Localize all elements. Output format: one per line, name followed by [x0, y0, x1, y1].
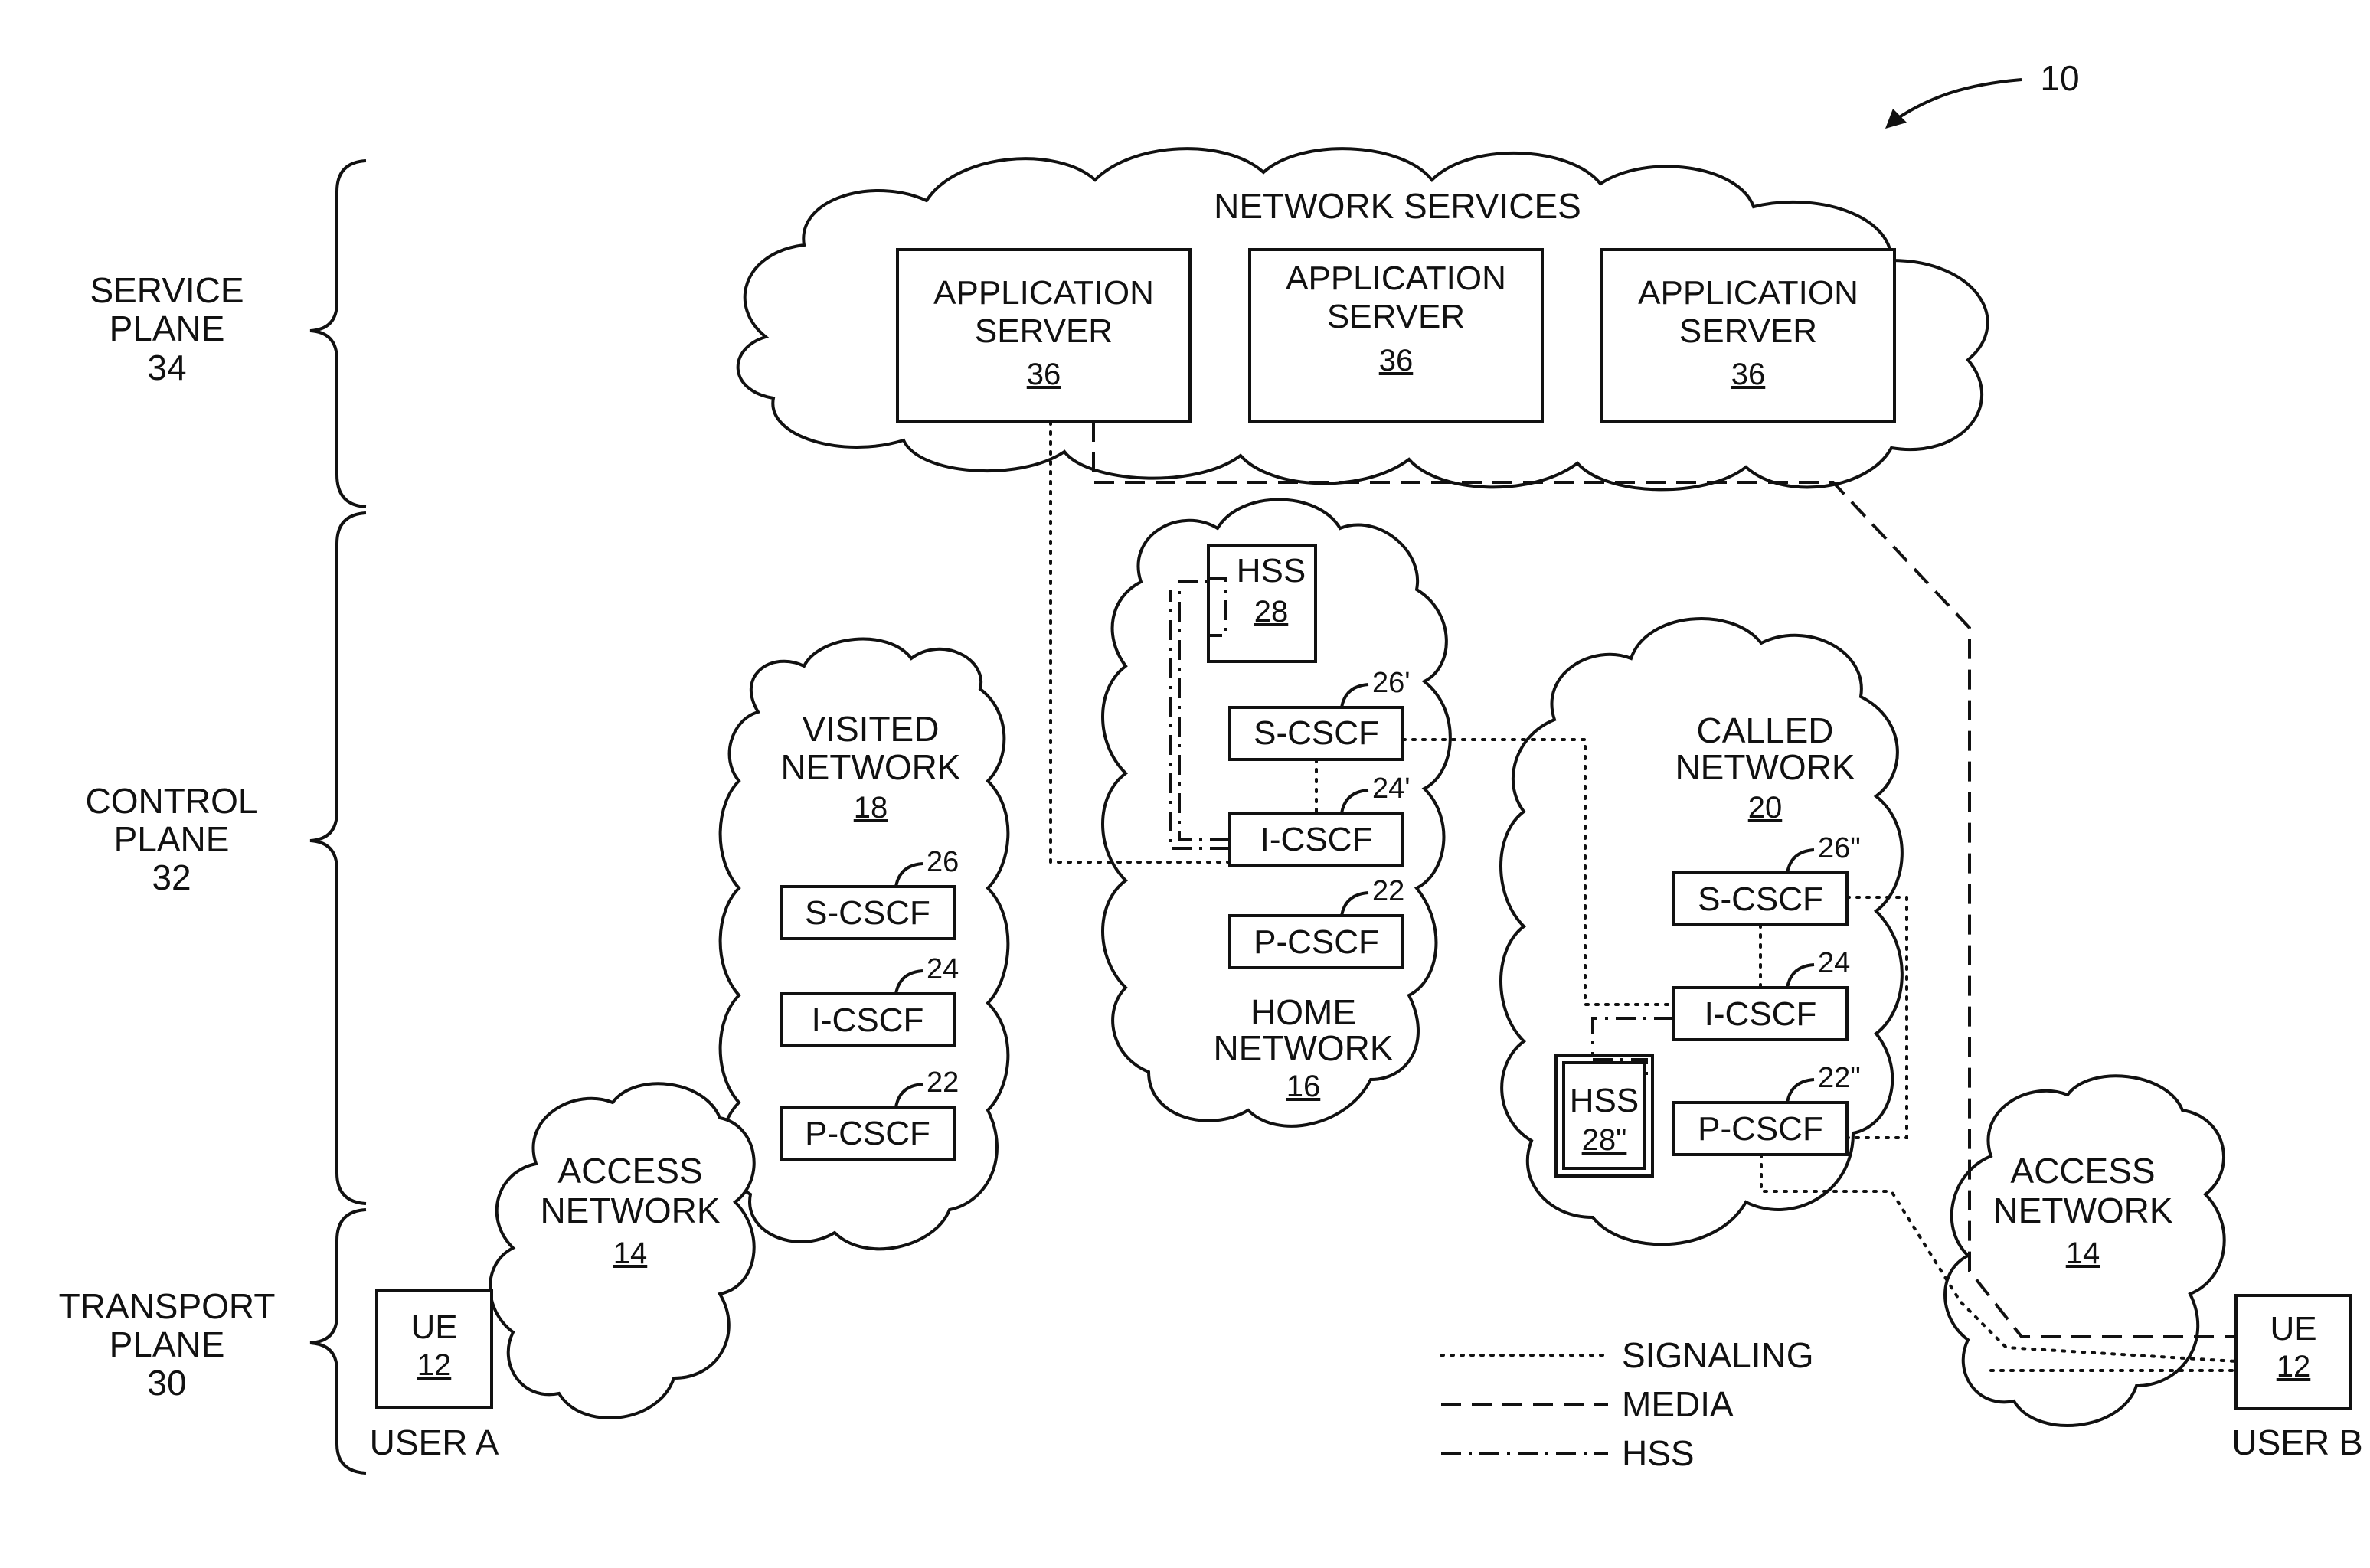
network-ref: 18	[854, 791, 888, 825]
network-title-line: CALLED	[1697, 710, 1834, 750]
application-server-1: APPLICATION SERVER 36	[897, 250, 1190, 422]
device-label: UE	[410, 1308, 457, 1346]
node-label: P-CSCF	[1698, 1110, 1823, 1148]
node-tag: 26"	[1818, 832, 1861, 864]
node-label: S-CSCF	[1254, 714, 1379, 752]
network-title-line: ACCESS	[557, 1151, 702, 1191]
network-ref: 14	[2066, 1236, 2100, 1270]
network-title-line: VISITED	[803, 709, 940, 749]
application-server-3: APPLICATION SERVER 36	[1602, 250, 1894, 422]
plane-name: SERVICE	[90, 270, 244, 310]
plane-name: TRANSPORT	[59, 1286, 276, 1326]
plane-ref: 30	[147, 1363, 186, 1403]
node-label: HSS	[1570, 1082, 1639, 1119]
network-ref: 16	[1286, 1070, 1321, 1103]
server-ref: 36	[1379, 344, 1414, 377]
plane-name: PLANE	[114, 819, 230, 859]
network-services-title: NETWORK SERVICES	[1214, 186, 1581, 226]
device-ref: 12	[2277, 1350, 2311, 1383]
node-label: I-CSCF	[1705, 995, 1817, 1033]
node-ref: 28"	[1582, 1123, 1627, 1157]
node-label: HSS	[1237, 552, 1306, 590]
plane-ref: 32	[152, 858, 191, 897]
plane-label-control: CONTROL PLANE 32	[86, 781, 258, 897]
network-title-line: NETWORK	[1992, 1191, 2172, 1230]
legend-label: SIGNALING	[1622, 1335, 1814, 1375]
node-tag: 22	[1372, 875, 1404, 907]
node-label: S-CSCF	[805, 894, 930, 932]
node-label: P-CSCF	[1254, 923, 1379, 961]
legend-label: MEDIA	[1622, 1384, 1734, 1424]
legend: SIGNALING MEDIA HSS	[1441, 1335, 1814, 1473]
server-ref: 36	[1027, 358, 1061, 391]
plane-name: PLANE	[110, 1325, 225, 1364]
figure-reference: 10	[1885, 58, 2080, 129]
user-label: USER B	[2231, 1423, 2362, 1462]
network-title-line: NETWORK	[1675, 747, 1855, 787]
node-label: I-CSCF	[812, 1001, 924, 1039]
node-tag: 26	[927, 846, 959, 878]
network-ref: 20	[1748, 791, 1783, 825]
application-server-2: APPLICATION SERVER 36	[1250, 250, 1542, 422]
network-title-line: NETWORK	[540, 1191, 720, 1230]
called-hss: HSS 28"	[1556, 1055, 1652, 1176]
node-tag: 22"	[1818, 1062, 1861, 1094]
network-ref: 14	[613, 1236, 648, 1270]
user-b-device: UE 12 USER B	[2231, 1295, 2362, 1462]
server-ref: 36	[1731, 358, 1766, 391]
node-tag: 24	[927, 953, 959, 985]
node-tag: 24'	[1372, 773, 1411, 805]
access-network-b-cloud: ACCESS NETWORK 14	[1945, 1076, 2225, 1426]
plane-label-service: SERVICE PLANE 34	[90, 270, 244, 387]
device-label: UE	[2270, 1310, 2316, 1348]
server-label: APPLICATION	[1638, 274, 1858, 312]
device-ref: 12	[417, 1348, 452, 1382]
plane-braces	[310, 161, 366, 1473]
user-label: USER A	[370, 1423, 499, 1462]
server-label: SERVER	[1679, 312, 1817, 350]
network-title-line: HOME	[1250, 992, 1356, 1032]
node-tag: 24	[1818, 947, 1850, 979]
server-label: APPLICATION	[1286, 260, 1506, 297]
node-tag: 22	[927, 1067, 959, 1099]
network-title-line: NETWORK	[1213, 1028, 1393, 1068]
plane-name: PLANE	[110, 309, 225, 348]
node-label: I-CSCF	[1260, 821, 1373, 858]
plane-ref: 34	[147, 348, 186, 387]
node-label: P-CSCF	[805, 1115, 930, 1152]
network-title-line: ACCESS	[2010, 1151, 2155, 1191]
figure-ref-number: 10	[2040, 58, 2079, 98]
legend-item-hss: HSS	[1441, 1433, 1695, 1473]
network-title-line: NETWORK	[780, 747, 960, 787]
plane-label-transport: TRANSPORT PLANE 30	[59, 1286, 276, 1403]
user-a-device: UE 12 USER A	[370, 1291, 499, 1462]
server-label: SERVER	[1327, 298, 1465, 335]
node-label: S-CSCF	[1698, 880, 1823, 918]
legend-item-media: MEDIA	[1441, 1384, 1734, 1424]
plane-name: CONTROL	[86, 781, 258, 821]
server-label: APPLICATION	[933, 274, 1154, 312]
access-network-a-cloud: ACCESS NETWORK 14	[490, 1083, 754, 1418]
legend-item-signaling: SIGNALING	[1441, 1335, 1814, 1375]
server-label: SERVER	[975, 312, 1113, 350]
legend-label: HSS	[1622, 1433, 1695, 1473]
node-ref: 28	[1254, 595, 1289, 629]
node-tag: 26'	[1372, 667, 1411, 699]
